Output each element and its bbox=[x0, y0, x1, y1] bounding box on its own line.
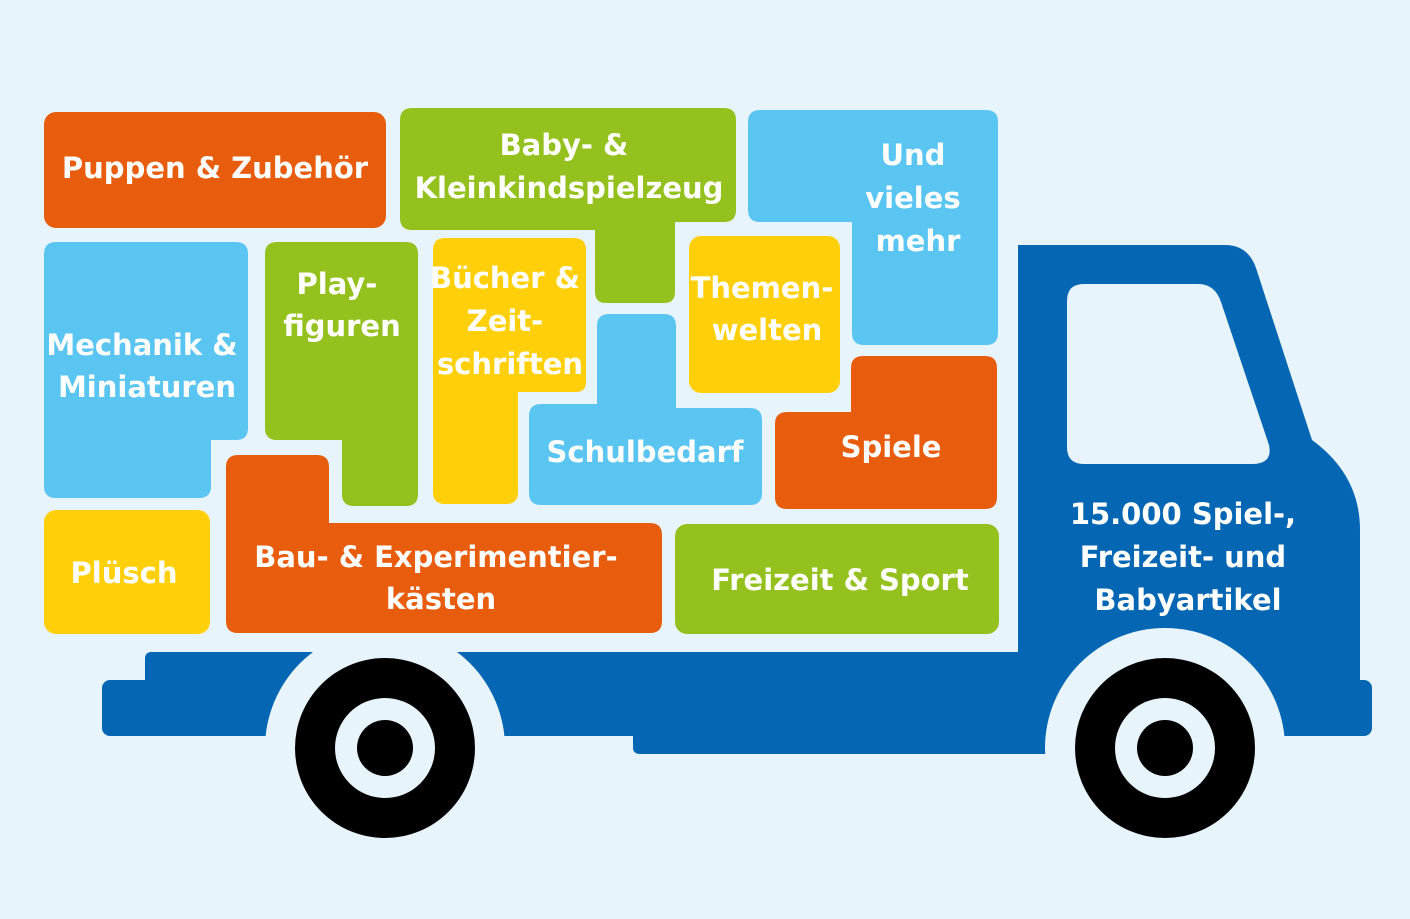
cargo-blocks bbox=[44, 108, 999, 634]
block-schul bbox=[529, 314, 762, 505]
front-wheel bbox=[1045, 628, 1285, 868]
label-puppen: Puppen & Zubehör bbox=[62, 151, 369, 185]
rear-wheel bbox=[265, 628, 505, 868]
label-pluesch: Plüsch bbox=[71, 556, 178, 590]
block-vieles bbox=[748, 110, 998, 345]
label-play: Play- figuren bbox=[283, 267, 401, 343]
truck-underside bbox=[633, 720, 1073, 754]
block-bau bbox=[226, 455, 662, 633]
cab-window bbox=[1067, 284, 1270, 464]
label-spiele: Spiele bbox=[841, 430, 942, 464]
truck-platform bbox=[145, 652, 1035, 692]
label-themen: Themen- welten bbox=[691, 271, 844, 347]
block-pluesch bbox=[44, 510, 210, 634]
block-freizeit bbox=[675, 524, 999, 634]
block-spiele bbox=[775, 356, 997, 509]
label-baby: Baby- & Kleinkindspielzeug bbox=[415, 128, 724, 205]
label-mechanik: Mechanik & Miniaturen bbox=[46, 328, 247, 404]
block-puppen bbox=[44, 112, 386, 228]
cab-text: 15.000 Spiel-, Freizeit- und Babyartikel bbox=[1070, 497, 1306, 617]
label-bau: Bau- & Experimentier- kästen bbox=[254, 540, 627, 616]
label-freizeit: Freizeit & Sport bbox=[711, 563, 969, 597]
label-schul: Schulbedarf bbox=[547, 435, 744, 469]
block-mechanik bbox=[44, 242, 248, 498]
block-labels: Puppen & Zubehör Baby- & Kleinkindspielz… bbox=[46, 128, 971, 616]
label-buecher: Bücher & Zeit- schriften bbox=[430, 261, 590, 381]
block-play bbox=[265, 242, 418, 506]
label-vieles: Und vieles mehr bbox=[865, 138, 971, 258]
block-themen bbox=[689, 236, 840, 393]
block-baby bbox=[400, 108, 736, 303]
block-buecher bbox=[433, 238, 586, 504]
